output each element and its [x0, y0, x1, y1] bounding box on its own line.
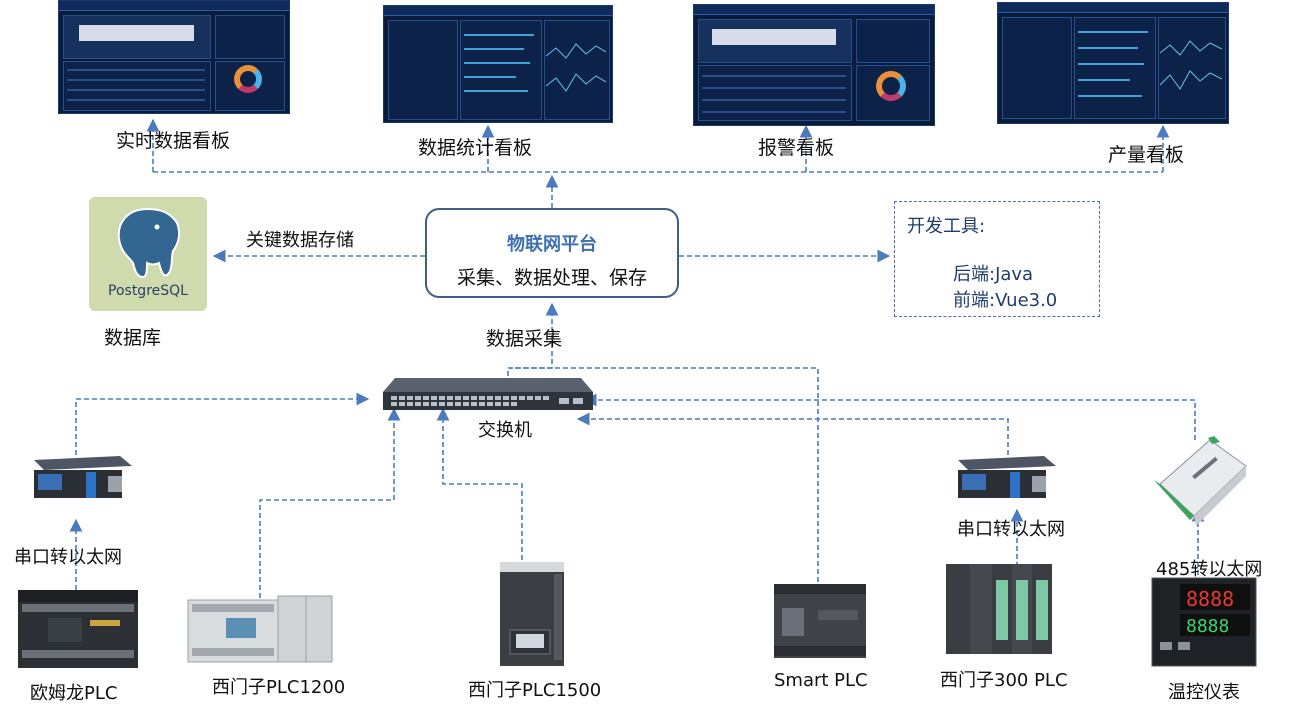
svg-text:8888: 8888	[1186, 587, 1234, 611]
postgresql-logo-text: PostgreSQL	[108, 283, 188, 299]
omron-plc-label: 欧姆龙PLC	[30, 683, 118, 704]
dashboard-label-realtime: 实时数据看板	[116, 130, 231, 152]
dev-tools-box: 开发工具: 后端:Java 前端:Vue3.0	[894, 201, 1100, 317]
siemens-300-plc	[946, 564, 1052, 654]
temperature-controller: 8888 8888	[1151, 577, 1257, 667]
switch-label: 交换机	[478, 420, 532, 441]
smart-plc	[774, 584, 866, 658]
storage-edge-label: 关键数据存储	[246, 230, 354, 251]
converter-left-label: 串口转以太网	[14, 547, 122, 568]
devtools-frontend: 前端:Vue3.0	[953, 290, 1058, 311]
siemens-plc1200-label: 西门子PLC1200	[212, 677, 346, 698]
omron-plc	[18, 590, 138, 668]
rs485-converter-label: 485转以太网	[1156, 559, 1263, 580]
siemens-plc1200	[187, 595, 333, 663]
platform-subtitle: 采集、数据处理、保存	[456, 267, 647, 289]
elephant-icon	[117, 207, 181, 279]
postgresql-logo: PostgreSQL	[89, 197, 207, 311]
devtools-title: 开发工具:	[907, 216, 986, 237]
dashboard-label-statistics: 数据统计看板	[418, 137, 533, 159]
siemens-plc1500	[500, 562, 564, 666]
production-dashboard-screenshot	[997, 2, 1229, 124]
rs485-ethernet-converter	[1154, 436, 1247, 526]
dashboard-label-production: 产量看板	[1108, 144, 1185, 166]
serial-ethernet-converter-left	[34, 456, 132, 498]
siemens-300-plc-label: 西门子300 PLC	[940, 670, 1068, 691]
collection-label: 数据采集	[486, 328, 563, 350]
svg-text:8888: 8888	[1186, 616, 1229, 637]
temperature-controller-label: 温控仪表	[1168, 682, 1240, 703]
database-label: 数据库	[104, 327, 162, 349]
serial-ethernet-converter-right	[958, 456, 1056, 498]
siemens-plc1500-label: 西门子PLC1500	[468, 680, 602, 701]
devtools-backend: 后端:Java	[953, 264, 1034, 285]
statistics-dashboard-screenshot	[383, 5, 613, 123]
smart-plc-label: Smart PLC	[774, 670, 868, 691]
alarm-dashboard-screenshot	[693, 4, 935, 126]
platform-title: 物联网平台	[507, 234, 597, 255]
network-switch	[383, 372, 593, 414]
realtime-dashboard-screenshot	[58, 0, 290, 114]
dashboard-label-alarm: 报警看板	[758, 137, 835, 159]
converter-right-label: 串口转以太网	[957, 519, 1065, 540]
iot-platform-box: 物联网平台 采集、数据处理、保存	[425, 208, 679, 298]
